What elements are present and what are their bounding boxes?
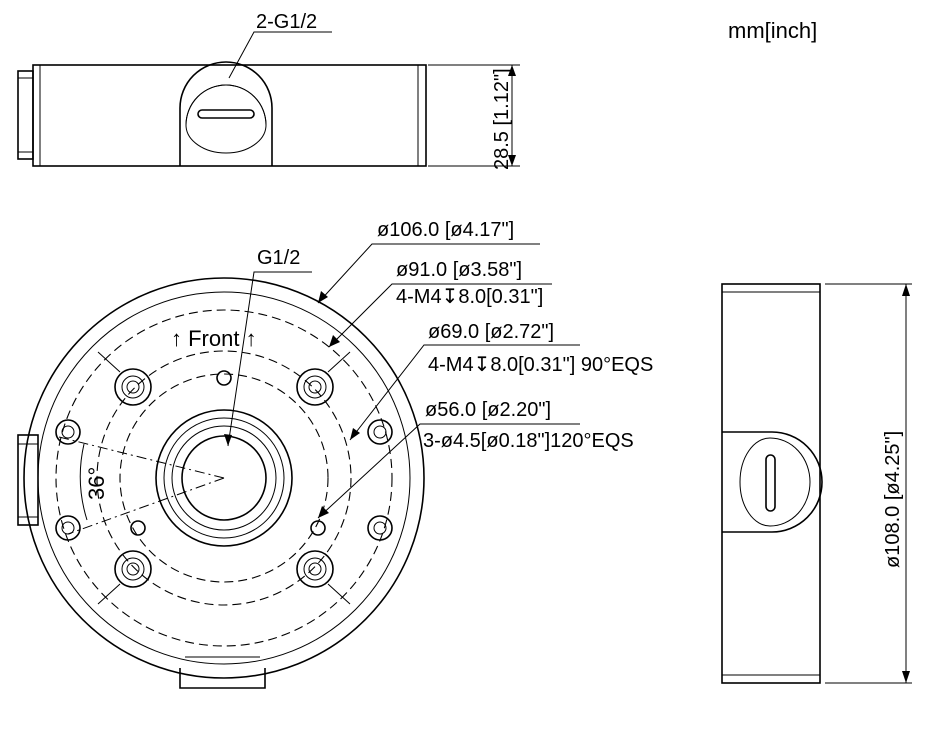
top-view-port-leader [228,31,332,79]
callout-pcd-56: ø56.0 [ø2.20"] [425,399,551,421]
angle-ref-line [67,477,225,535]
callout-leader [317,423,580,519]
callout-leader [328,283,552,348]
callout-leader [349,344,580,441]
rib-line [97,351,121,373]
front-view-side-port [17,434,39,526]
dim-arrow [902,284,910,296]
leader-arrow [224,434,232,446]
units-label: mm[inch] [728,18,817,43]
center-boss-ring [171,425,277,531]
top-view-port-cap-outline [185,84,267,126]
callout-outer-diameter: ø106.0 [ø4.17"] [377,219,514,241]
angle-arc [79,443,88,521]
pcd-69 [96,350,352,606]
center-boss-outer [155,409,293,547]
rim-slot-right-upper [367,419,393,445]
side-view-port-boss [722,431,823,533]
rib-line [327,583,351,605]
inner-rim [37,291,411,665]
front-view: 36° [17,219,653,689]
side-view-body [721,283,821,684]
top-view-port-boss [179,61,273,166]
small-hole-left [130,520,146,536]
side-view: ø108.0 [ø4.25"] [721,283,912,684]
leader-arrow [318,506,329,518]
leader-arrow [318,291,328,303]
center-boss-ring [163,417,285,539]
mount-boss-ul [114,368,152,406]
top-view-port-cap [185,84,267,154]
angle-ref-line [54,435,225,479]
port-label: G1/2 [257,247,300,269]
callout-pcd-91: ø91.0 [ø3.58"] [396,259,522,281]
port-leader [227,271,312,447]
height-dimension-label: 28.5 [1.12"] [491,68,513,170]
top-view-port-label: 2-G1/2 [256,11,317,33]
outer-rim [23,277,425,679]
angle-label: 36° [84,467,109,500]
callout-m4-90eqs: 4-M4↧8.0[0.31"] 90°EQS [428,354,653,376]
top-view-port-slot [197,109,255,119]
rib-line [327,351,351,373]
leader-arrow [350,428,360,440]
rim-slot-right-lower [367,515,393,541]
small-hole-right [310,520,326,536]
top-view: 2-G1/2 28.5 [1.12"] [17,11,520,170]
mount-boss-ll [114,550,152,588]
side-view-port-cap [739,437,811,527]
callout-m4-holes: 4-M4↧8.0[0.31"] [396,286,543,308]
rim-slot-left-upper [55,419,81,445]
callout-small-holes: 3-ø4.5[ø0.18"]120°EQS [423,430,634,452]
dim-arrow [508,155,516,166]
diameter-dimension-label: ø108.0 [ø4.25"] [882,431,904,568]
mount-boss-ur [296,368,334,406]
leader-arrow [329,335,340,347]
rib-line [97,583,121,605]
dim-arrow [508,65,516,76]
pcd-91 [55,309,393,647]
front-view-bottom-tab [179,668,266,689]
top-view-flange-left [17,70,34,160]
side-view-port-slot [765,454,776,512]
rim-slot-left-lower [55,515,81,541]
pcd-56 [119,373,329,583]
callout-pcd-69: ø69.0 [ø2.72"] [428,321,554,343]
dim-arrow [902,671,910,683]
callout-leader [317,243,540,304]
top-view-body [32,64,427,167]
small-hole-top [216,370,232,386]
mount-boss-lr [296,550,334,588]
center-hole [181,435,267,521]
